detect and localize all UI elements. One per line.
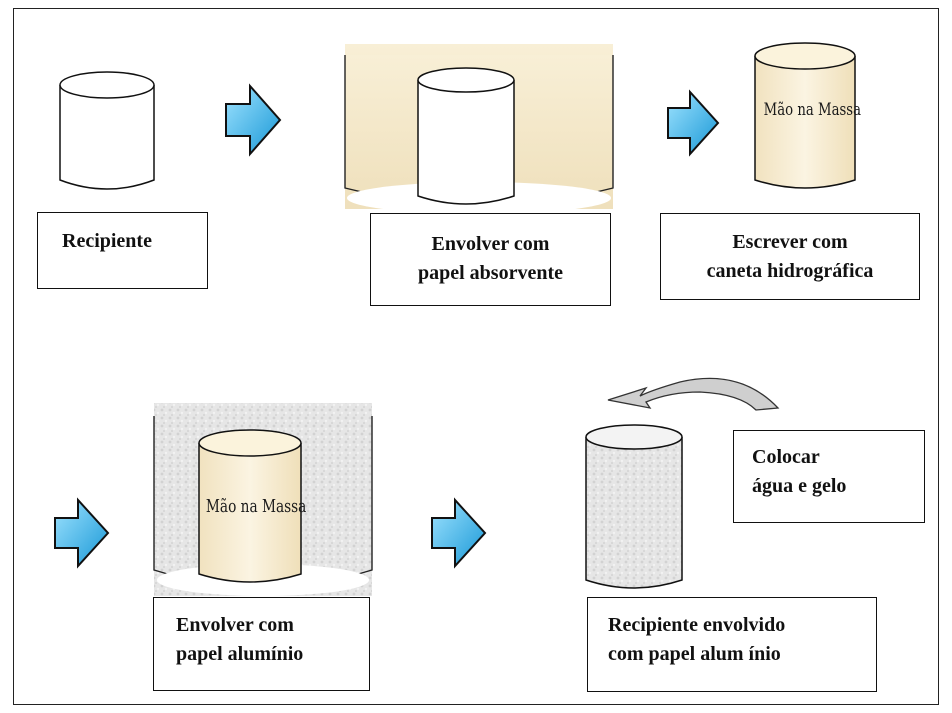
- caption-line: com papel alum ínio: [608, 643, 781, 665]
- caption-line: Envolver com: [176, 614, 294, 636]
- arrow-icon: [431, 497, 487, 569]
- caption-line: Recipiente envolvido: [608, 614, 786, 636]
- caption-line: papel alumínio: [176, 643, 304, 665]
- cylinder-label: Mão na Massa: [205, 496, 307, 517]
- arrow-icon: [667, 89, 720, 157]
- instruction-box-agua-gelo: Colocar água e gelo: [733, 430, 925, 523]
- step-caption-recipiente: Recipiente: [37, 212, 208, 289]
- caption-line: papel absorvente: [418, 262, 563, 284]
- cylinder-label: Mão na Massa: [763, 100, 862, 120]
- caption-line: caneta hidrográfica: [706, 260, 874, 282]
- arrow-icon: [54, 497, 110, 569]
- caption-line: água e gelo: [752, 475, 847, 497]
- curved-arrow-icon: [607, 377, 780, 411]
- caption-line: Colocar: [752, 446, 820, 468]
- step-caption-papel-absorvente: Envolver com papel absorvente: [370, 213, 611, 306]
- foil-wrap-illustration: [153, 403, 373, 596]
- paper-wrap-illustration: [344, 44, 614, 214]
- figure-frame: [13, 8, 939, 705]
- foil-cylinder: [585, 424, 683, 589]
- labelled-cylinder: [754, 42, 856, 189]
- arrow-icon: [225, 83, 282, 157]
- caption-line: Envolver com: [431, 233, 550, 255]
- step-caption-papel-aluminio: Envolver com papel alumínio: [153, 597, 370, 691]
- step-caption-caneta: Escrever com caneta hidrográfica: [660, 213, 920, 300]
- step-caption-recipiente-envolvido: Recipiente envolvido com papel alum ínio: [587, 597, 877, 692]
- caption-line: Recipiente: [62, 230, 152, 252]
- plain-cylinder: [59, 71, 155, 190]
- caption-line: Escrever com: [732, 231, 848, 253]
